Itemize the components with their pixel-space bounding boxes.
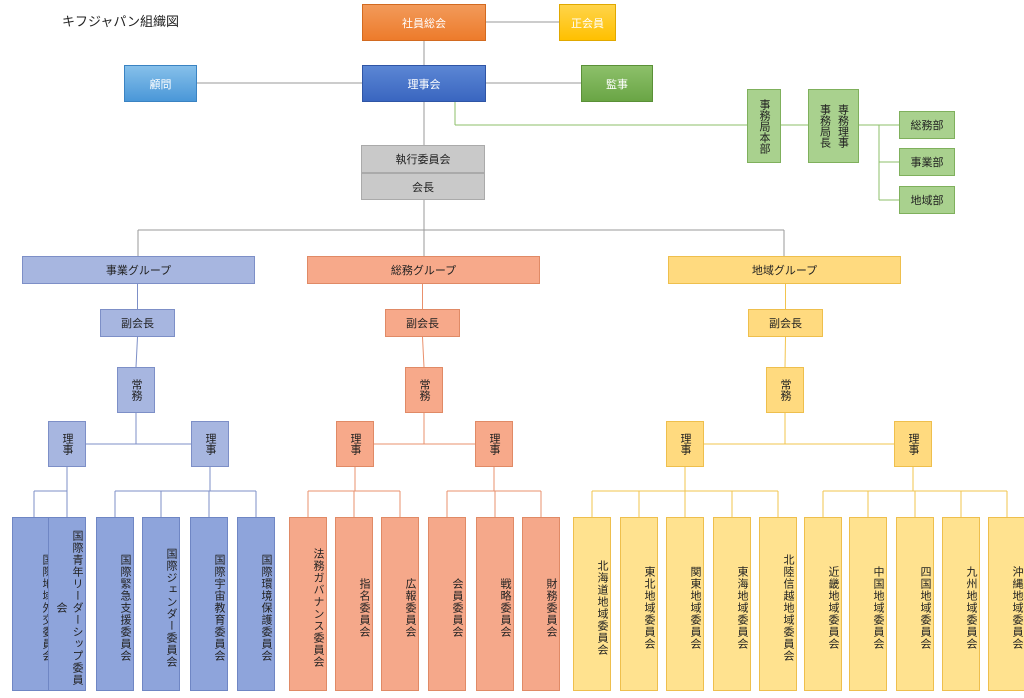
managing-director-box: 常務: [117, 367, 155, 413]
vice-chair-box: 副会長: [100, 309, 175, 337]
director-box: 理事: [475, 421, 513, 467]
exec-committee-box: 執行委員会: [361, 145, 485, 173]
committee-box: 近畿地域委員会: [804, 517, 842, 691]
committee-box: 東海地域委員会: [713, 517, 751, 691]
committee-box: 指名委員会: [335, 517, 373, 691]
committee-box: 国際青年リーダーシップ委員会: [48, 517, 86, 691]
director-box: 理事: [336, 421, 374, 467]
connector-line: [422, 336, 425, 368]
committee-box: 関東地域委員会: [666, 517, 704, 691]
committee-box: 九州地域委員会: [942, 517, 980, 691]
director-box: 理事: [48, 421, 86, 467]
committee-box: 中国地域委員会: [849, 517, 887, 691]
director-box: 理事: [666, 421, 704, 467]
managing-director-label: 専務理事: [836, 104, 850, 148]
committee-box: 財務委員会: [522, 517, 560, 691]
committee-box: 会員委員会: [428, 517, 466, 691]
dept-general-affairs-box: 総務部: [899, 111, 955, 139]
committee-box: 国際環境保護委員会: [237, 517, 275, 691]
committee-box: 国際宇宙教育委員会: [190, 517, 228, 691]
auditor-box: 監事: [581, 65, 653, 102]
director-box: 理事: [894, 421, 932, 467]
chart-title: キフジャパン組織図: [62, 15, 180, 30]
managing-director-box: 専務理事 事務局長: [808, 89, 859, 163]
committee-box: 法務ガバナンス委員会: [289, 517, 327, 691]
board-box: 理事会: [362, 65, 486, 102]
committee-box: 広報委員会: [381, 517, 419, 691]
secretary-general-label: 事務局長: [818, 104, 832, 148]
full-member-box: 正会員: [559, 4, 616, 41]
committee-box: 北陸信越地域委員会: [759, 517, 797, 691]
director-box: 理事: [191, 421, 229, 467]
vice-chair-box: 副会長: [385, 309, 460, 337]
group-header: 総務グループ: [307, 256, 540, 284]
committee-box: 北海道地域委員会: [573, 517, 611, 691]
group-header: 地域グループ: [668, 256, 901, 284]
committee-box: 四国地域委員会: [896, 517, 934, 691]
dept-business-box: 事業部: [899, 148, 955, 176]
dept-regional-box: 地域部: [899, 186, 955, 214]
connector-line: [135, 336, 138, 368]
managing-director-box: 常務: [766, 367, 804, 413]
committee-box: 国際ジェンダー委員会: [142, 517, 180, 691]
connector-line: [784, 336, 786, 368]
committee-box: 沖縄地域委員会: [988, 517, 1024, 691]
secretariat-hq-box: 事務局本部: [747, 89, 781, 163]
advisor-box: 顧問: [124, 65, 197, 102]
managing-director-box: 常務: [405, 367, 443, 413]
committee-box: 戦略委員会: [476, 517, 514, 691]
vice-chair-box: 副会長: [748, 309, 823, 337]
general-assembly-box: 社員総会: [362, 4, 486, 41]
committee-box: 国際緊急支援委員会: [96, 517, 134, 691]
committee-box: 東北地域委員会: [620, 517, 658, 691]
chair-box: 会長: [361, 173, 485, 200]
group-header: 事業グループ: [22, 256, 255, 284]
